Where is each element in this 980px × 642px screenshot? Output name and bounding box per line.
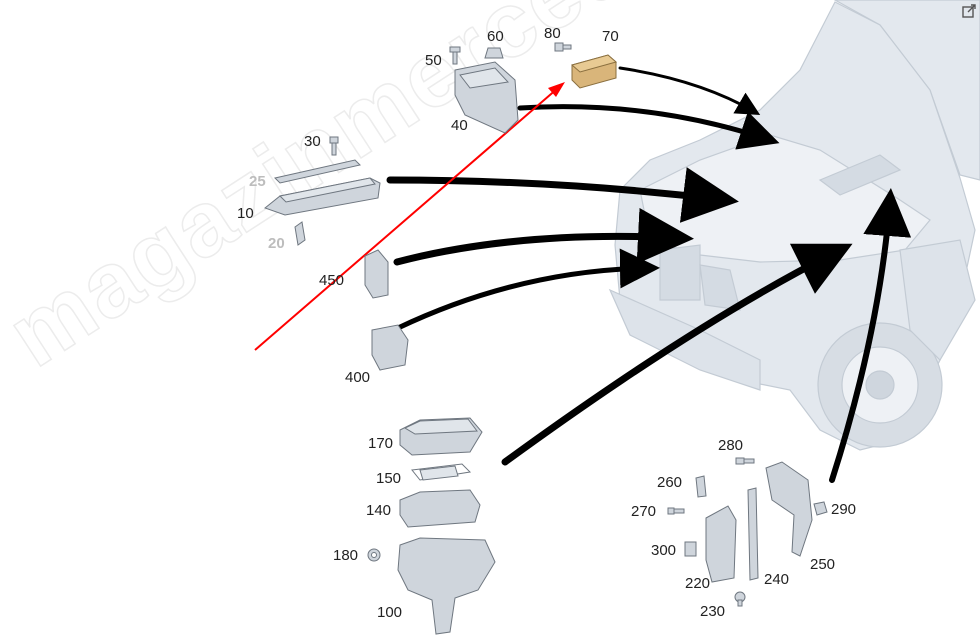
part-170-cover[interactable] (399, 417, 483, 456)
label-270: 270 (631, 503, 657, 520)
label-80: 80 (544, 25, 561, 42)
part-20-clip[interactable] (294, 221, 306, 246)
part-450-relay[interactable] (364, 249, 389, 299)
part-40-fuse-box[interactable] (454, 61, 519, 134)
label-300: 300 (651, 542, 677, 559)
label-240: 240 (764, 571, 790, 588)
part-150-frame[interactable] (411, 463, 472, 481)
part-250-bracket[interactable] (765, 461, 813, 557)
part-260-clip[interactable] (695, 475, 707, 498)
label-30: 30 (304, 133, 321, 150)
part-10-module[interactable] (263, 177, 381, 216)
part-140-fuse-carrier[interactable] (399, 489, 481, 528)
label-25: 25 (249, 173, 266, 190)
label-20: 20 (268, 235, 285, 252)
part-60-nut[interactable] (484, 47, 504, 59)
label-230: 230 (700, 603, 726, 620)
label-290: 290 (831, 501, 857, 518)
part-230-screw[interactable] (734, 591, 746, 607)
part-240-bracket[interactable] (747, 487, 759, 581)
external-link-icon[interactable] (962, 4, 976, 18)
label-170: 170 (368, 435, 394, 452)
label-220: 220 (685, 575, 711, 592)
highlight-pointer (254, 82, 565, 351)
label-40: 40 (451, 117, 468, 134)
label-60: 60 (487, 28, 504, 45)
label-150: 150 (376, 470, 402, 487)
part-70-module[interactable] (570, 54, 618, 89)
part-100-bracket[interactable] (397, 537, 496, 635)
part-290-nut[interactable] (813, 501, 828, 516)
assignment-arrows (386, 66, 912, 483)
part-180-nut[interactable] (367, 548, 381, 562)
part-80-screw[interactable] (554, 42, 572, 52)
label-250: 250 (810, 556, 836, 573)
vehicle-illustration (608, 0, 980, 451)
part-280-screw[interactable] (735, 457, 755, 465)
part-270-screw[interactable] (667, 507, 685, 515)
label-180: 180 (333, 547, 359, 564)
label-100: 100 (377, 604, 403, 621)
part-25-strip[interactable] (274, 159, 361, 184)
label-50: 50 (425, 52, 442, 69)
label-70: 70 (602, 28, 619, 45)
part-220-relay-block[interactable] (705, 505, 737, 583)
label-10: 10 (237, 205, 254, 222)
label-260: 260 (657, 474, 683, 491)
label-280: 280 (718, 437, 744, 454)
label-400: 400 (345, 369, 371, 386)
label-140: 140 (366, 502, 392, 519)
part-300-nut[interactable] (684, 541, 697, 557)
part-400-control-unit[interactable] (371, 324, 409, 371)
part-50-bolt[interactable] (449, 46, 461, 65)
part-30-screw[interactable] (329, 136, 339, 156)
label-450: 450 (319, 272, 345, 289)
